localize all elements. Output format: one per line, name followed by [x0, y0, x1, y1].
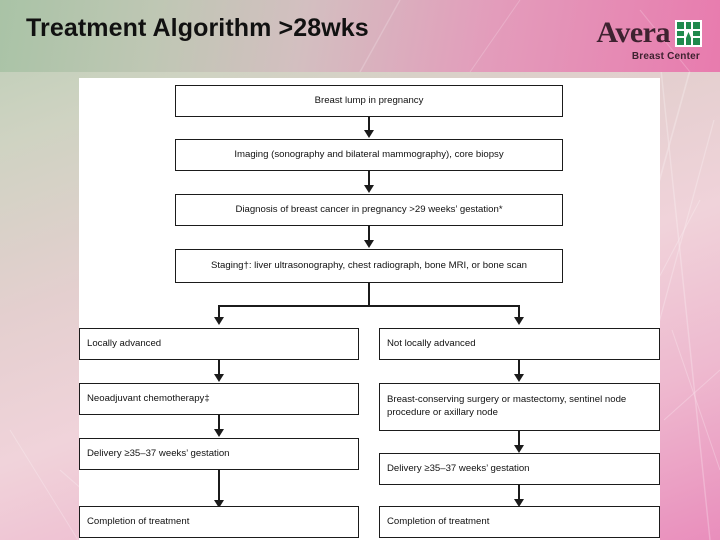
connector-l3-l4 [218, 470, 220, 501]
flow-node-locally-advanced: Locally advanced [79, 328, 359, 360]
arrowhead-l1-l2 [214, 374, 224, 382]
flow-node-label: Diagnosis of breast cancer in pregnancy … [235, 203, 503, 215]
logo-subtitle: Breast Center [631, 51, 700, 62]
logo-wordmark: Avera [596, 16, 670, 49]
logo-row: Avera [566, 18, 702, 48]
flow-node-left-delivery: Delivery ≥35–37 weeks’ gestation [79, 438, 359, 470]
connector-n1-n2 [368, 117, 370, 131]
connector-n3-n4 [368, 226, 370, 241]
arrowhead-n2-n3 [364, 185, 374, 193]
content-panel: Breast lump in pregnancy Imaging (sonogr… [79, 78, 660, 540]
arrowhead-split-left [214, 317, 224, 325]
connector-l1-l2 [218, 360, 220, 375]
flow-node-label: Imaging (sonography and bilateral mammog… [234, 148, 504, 160]
arrowhead-n3-n4 [364, 240, 374, 248]
flow-node-label: Staging†: liver ultrasonography, chest r… [210, 259, 528, 271]
flow-node-imaging: Imaging (sonography and bilateral mammog… [175, 139, 563, 171]
arrowhead-l3-l4 [214, 500, 224, 508]
arrowhead-r2-r3 [514, 445, 524, 453]
flow-node-not-locally-advanced: Not locally advanced [379, 328, 660, 360]
flow-node-label: Completion of treatment [387, 515, 490, 527]
treatment-flowchart: Breast lump in pregnancy Imaging (sonogr… [79, 78, 660, 540]
arrowhead-n1-n2 [364, 130, 374, 138]
flow-node-label: Locally advanced [87, 337, 162, 349]
flow-node-label: Delivery ≥35–37 weeks’ gestation [87, 447, 230, 459]
page-title: Treatment Algorithm >28wks [26, 14, 369, 42]
flow-node-label: Not locally advanced [387, 337, 476, 349]
connector-r3-r4 [518, 485, 520, 500]
arrowhead-split-right [514, 317, 524, 325]
arrowhead-r1-r2 [514, 374, 524, 382]
connector-r2-r3 [518, 431, 520, 446]
flow-node-staging: Staging†: liver ultrasonography, chest r… [175, 249, 563, 283]
flow-node-diagnosis: Diagnosis of breast cancer in pregnancy … [175, 194, 563, 226]
flow-node-label: Delivery ≥35–37 weeks’ gestation [387, 462, 530, 474]
connector-split-stem [368, 283, 370, 306]
flow-node-label: Neoadjuvant chemotherapy‡ [87, 392, 210, 404]
connector-n2-n3 [368, 171, 370, 186]
flow-node-surgery: Breast-conserving surgery or mastectomy,… [379, 383, 660, 431]
title-band-streaks [359, 0, 691, 72]
connector-split-right [518, 305, 520, 318]
connector-split-bar [218, 305, 519, 307]
avera-cross-icon [675, 19, 702, 47]
flow-node-breast-lump: Breast lump in pregnancy [175, 85, 563, 117]
connector-l2-l3 [218, 415, 220, 430]
connector-split-left [218, 305, 220, 318]
arrowhead-r3-r4 [514, 499, 524, 507]
connector-r1-r2 [518, 360, 520, 375]
flow-node-label: Completion of treatment [87, 515, 190, 527]
arrowhead-l2-l3 [214, 429, 224, 437]
flow-node-left-completion: Completion of treatment [79, 506, 359, 538]
title-band: Treatment Algorithm >28wks Avera [0, 0, 720, 72]
flow-node-label: Breast-conserving surgery or mastectomy,… [387, 394, 627, 418]
flow-node-neoadjuvant-chemotherapy: Neoadjuvant chemotherapy‡ [79, 383, 359, 415]
flow-node-label: Breast lump in pregnancy [314, 94, 424, 106]
flow-node-right-delivery: Delivery ≥35–37 weeks’ gestation [379, 453, 660, 485]
flow-node-right-completion: Completion of treatment [379, 506, 660, 538]
avera-breast-center-logo: Avera [566, 18, 702, 68]
